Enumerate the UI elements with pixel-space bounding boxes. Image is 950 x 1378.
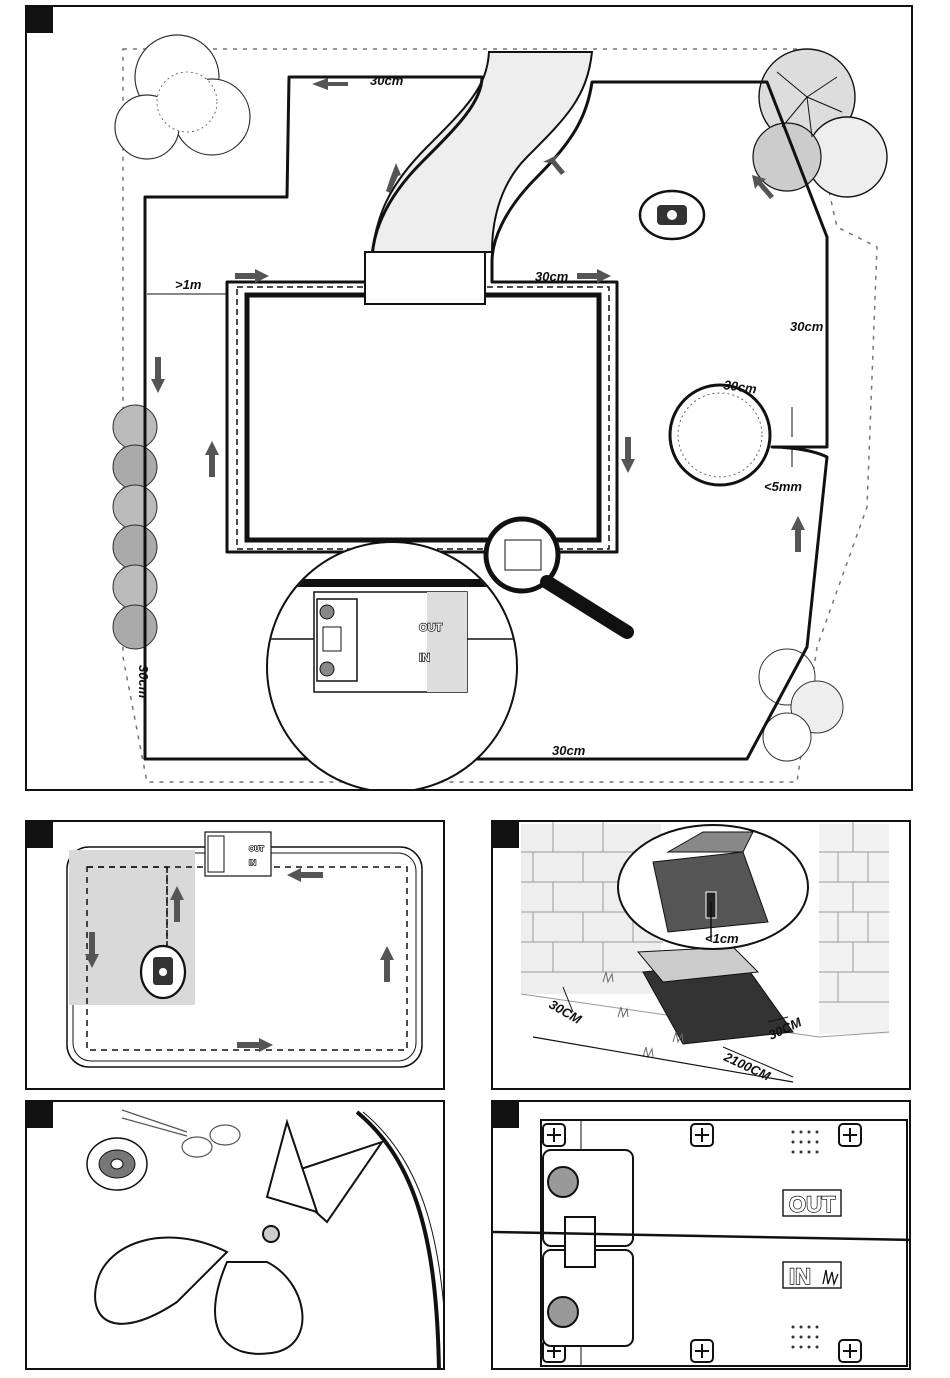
panel-layout: OUT IN 30cm >1m 30cm 30cm 30cm <5mm 30cm… — [25, 5, 913, 791]
label-left-bottom: 30cm — [136, 665, 151, 699]
placement-diagram: <1cm 30CM 30CM 2100CM — [493, 822, 911, 1090]
label-gap: <1cm — [705, 931, 739, 946]
panel-mowing-path: OUT IN — [25, 820, 445, 1090]
layout-diagram: OUT IN 30cm >1m 30cm 30cm 30cm <5mm 30cm… — [27, 7, 913, 791]
label-tree-gap: <5mm — [764, 479, 802, 494]
panel-station-wiring: OUT IN — [491, 1100, 911, 1370]
panel-wire-cutting — [25, 1100, 445, 1370]
tree-top-left — [115, 35, 250, 159]
wire-spool-icon — [87, 1138, 147, 1190]
tree-bottom-right — [759, 649, 843, 761]
label-station-side: 30cm — [535, 269, 569, 284]
out-label: OUT — [789, 1192, 836, 1217]
station-icon — [205, 832, 271, 876]
station-diagram: OUT IN — [493, 1102, 911, 1370]
zoom-out-label: OUT — [419, 622, 443, 634]
label-front-dist: 2100CM — [721, 1049, 774, 1084]
label-top-wire: 30cm — [370, 73, 404, 88]
label-left-gap: >1m — [175, 277, 202, 292]
tree-top-right — [753, 49, 887, 197]
path-station — [365, 252, 485, 304]
label-right-side: 30cm — [790, 319, 824, 334]
mower-icon — [141, 946, 185, 998]
label-bottom: 30cm — [552, 743, 586, 758]
label-side-dist: 30CM — [547, 997, 586, 1028]
tree-island — [670, 385, 770, 485]
mowing-diagram: OUT IN — [27, 822, 445, 1090]
zoom-in-label: IN — [419, 652, 430, 664]
panel-station-placement: <1cm 30CM 30CM 2100CM — [491, 820, 911, 1090]
zoom-detail — [267, 542, 517, 791]
hedge-left — [113, 405, 157, 649]
mower-icon — [640, 191, 704, 239]
obstacle-building — [247, 295, 599, 540]
station-out-label: OUT — [249, 846, 265, 853]
cutting-diagram — [27, 1102, 445, 1370]
in-label: IN — [789, 1264, 811, 1289]
station-in-label: IN — [249, 860, 256, 867]
